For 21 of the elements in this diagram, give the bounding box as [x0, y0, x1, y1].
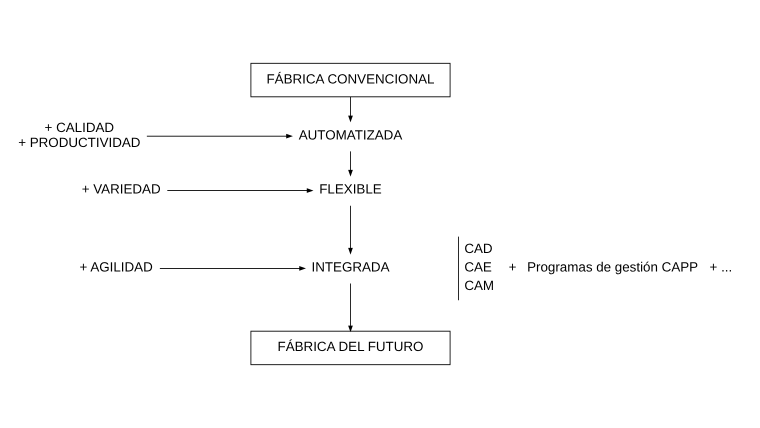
node-box: FÁBRICA CONVENCIONAL — [250, 62, 451, 98]
arrow — [166, 188, 314, 193]
arrow — [348, 283, 353, 332]
node-box: FÁBRICA DEL FUTURO — [250, 330, 451, 366]
node-text: + VARIEDAD — [82, 182, 161, 197]
label: CAE — [464, 260, 492, 275]
label: Programas de gestión CAPP — [527, 260, 698, 275]
node-text: FLEXIBLE — [319, 182, 382, 197]
label: + ... — [710, 260, 732, 275]
node-text: + AGILIDAD — [80, 260, 153, 275]
node-text: INTEGRADA — [311, 260, 390, 275]
label: CAD — [464, 241, 493, 256]
arrow — [348, 96, 353, 122]
arrow — [146, 134, 293, 138]
node-text: AUTOMATIZADA — [298, 127, 402, 142]
arrow — [348, 205, 353, 255]
arrow — [348, 151, 353, 177]
arrow — [159, 266, 306, 271]
node-text: + CALIDAD + PRODUCTIVIDAD — [18, 120, 140, 150]
label: CAM — [464, 278, 494, 293]
label: + — [508, 260, 516, 275]
